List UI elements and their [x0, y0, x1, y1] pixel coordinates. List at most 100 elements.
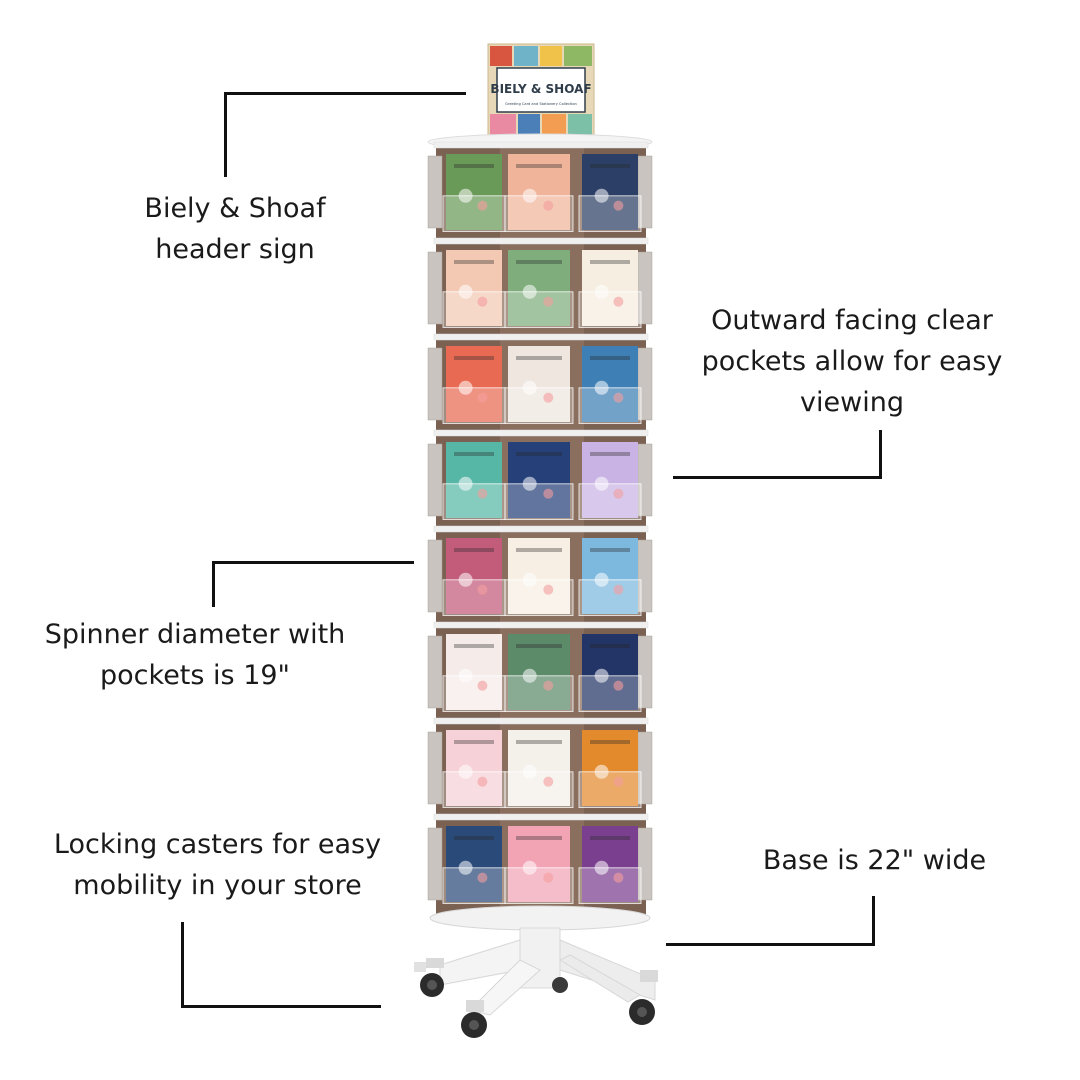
clear-pocket — [578, 867, 642, 905]
clear-pocket — [504, 771, 574, 809]
tier-shelf — [433, 717, 649, 725]
clear-pocket — [504, 867, 574, 905]
card-illustration — [516, 260, 562, 264]
card-illustration — [477, 680, 488, 691]
tier-shelf — [433, 237, 649, 245]
greeting-card — [508, 442, 570, 518]
greeting-card — [446, 634, 502, 710]
header-sign-subtitle: Greeting Card and Stationery Collection — [505, 102, 577, 106]
card-illustration — [454, 644, 494, 648]
card-illustration — [516, 644, 562, 648]
side-card — [427, 539, 443, 613]
card-illustration — [454, 740, 494, 744]
greeting-card — [446, 346, 502, 422]
caster — [461, 1000, 487, 1038]
callout-header-sign: Biely & Shoaf header sign — [115, 188, 355, 270]
card-illustration — [590, 740, 630, 744]
greeting-card — [508, 730, 570, 806]
greeting-card — [582, 730, 638, 806]
greeting-card — [582, 154, 638, 230]
clear-pocket — [578, 579, 642, 617]
rack-base — [414, 927, 658, 1038]
callout-line: viewing — [800, 387, 904, 418]
tier-shelf — [433, 333, 649, 341]
card-illustration — [543, 872, 554, 883]
card-illustration — [454, 260, 494, 264]
callout-line: mobility in your store — [73, 870, 362, 901]
card-illustration — [454, 164, 494, 168]
greeting-card — [508, 538, 570, 614]
greeting-card — [508, 250, 570, 326]
callout-clear-pockets: Outward facing clear pockets allow for e… — [692, 300, 1012, 423]
tier-shelf — [433, 429, 649, 437]
card-illustration — [477, 872, 488, 883]
callout-line: Locking casters for easy — [53, 829, 382, 860]
clear-pocket — [578, 675, 642, 713]
greeting-card — [582, 442, 638, 518]
tier-shelf — [433, 813, 649, 821]
card-illustration — [477, 392, 488, 403]
clear-pocket — [442, 579, 506, 617]
greeting-card — [582, 538, 638, 614]
callout-line: pockets is 19" — [100, 660, 290, 691]
greeting-card — [446, 826, 502, 902]
card-illustration — [516, 452, 562, 456]
caster — [414, 962, 568, 993]
clear-pocket — [578, 483, 642, 521]
card-illustration — [454, 548, 494, 552]
header-sign: BIELY & SHOAF Greeting Card and Statione… — [487, 43, 595, 139]
card-illustration — [543, 584, 554, 595]
card-illustration — [454, 452, 494, 456]
card-illustration — [543, 296, 554, 307]
greeting-card — [446, 442, 502, 518]
spinner-rack — [427, 133, 653, 931]
greeting-card — [446, 154, 502, 230]
card-illustration — [613, 680, 624, 691]
greeting-card — [446, 250, 502, 326]
card-illustration — [613, 776, 624, 787]
tier-shelf — [433, 141, 649, 149]
card-illustration — [477, 296, 488, 307]
greeting-card — [446, 538, 502, 614]
card-illustration — [590, 452, 630, 456]
clear-pocket — [442, 675, 506, 713]
clear-pocket — [504, 675, 574, 713]
card-illustration — [477, 776, 488, 787]
greeting-card — [582, 346, 638, 422]
tier-shelf — [433, 621, 649, 629]
clear-pocket — [504, 483, 574, 521]
side-card — [427, 155, 443, 229]
clear-pocket — [578, 195, 642, 233]
card-illustration — [454, 836, 494, 840]
card-illustration — [590, 644, 630, 648]
card-illustration — [543, 392, 554, 403]
leader-line-spinner-horizontal — [212, 561, 414, 564]
card-illustration — [613, 200, 624, 211]
callout-line: pockets allow for easy — [701, 346, 1003, 377]
leader-line-pockets-vertical — [879, 430, 882, 479]
card-illustration — [477, 584, 488, 595]
card-tiers — [427, 141, 653, 905]
greeting-card — [508, 346, 570, 422]
callout-base-width: Base is 22" wide — [752, 840, 997, 881]
card-illustration — [516, 548, 562, 552]
greeting-card — [508, 826, 570, 902]
clear-pocket — [442, 291, 506, 329]
card-illustration — [543, 200, 554, 211]
clear-pocket — [578, 387, 642, 425]
card-illustration — [590, 356, 630, 360]
card-illustration — [543, 680, 554, 691]
card-illustration — [613, 872, 624, 883]
greeting-card — [508, 154, 570, 230]
clear-pocket — [578, 291, 642, 329]
card-illustration — [590, 836, 630, 840]
card-illustration — [543, 776, 554, 787]
clear-pocket — [442, 483, 506, 521]
clear-pocket — [442, 387, 506, 425]
clear-pocket — [504, 291, 574, 329]
card-illustration — [516, 164, 562, 168]
clear-pocket — [442, 195, 506, 233]
clear-pocket — [504, 387, 574, 425]
card-illustration — [613, 488, 624, 499]
